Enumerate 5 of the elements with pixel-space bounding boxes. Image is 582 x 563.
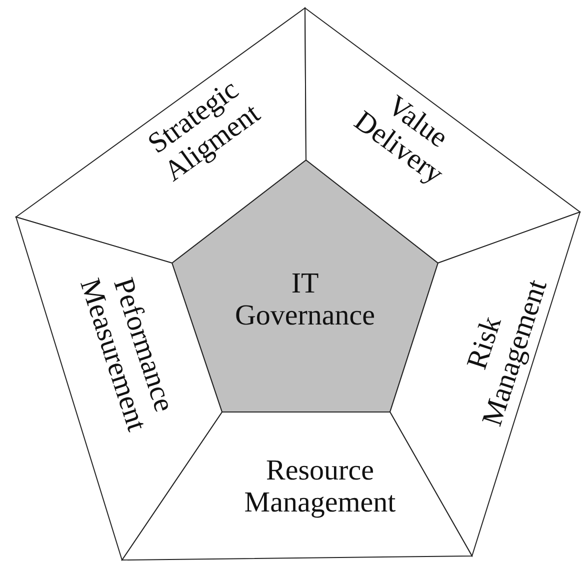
segment-label: IT Governance (234, 268, 376, 332)
segment-label: Resource Management (243, 454, 397, 520)
pentagon-segment (16, 8, 306, 263)
pentagon-segment (305, 8, 580, 263)
pentagon-segment (16, 217, 222, 560)
